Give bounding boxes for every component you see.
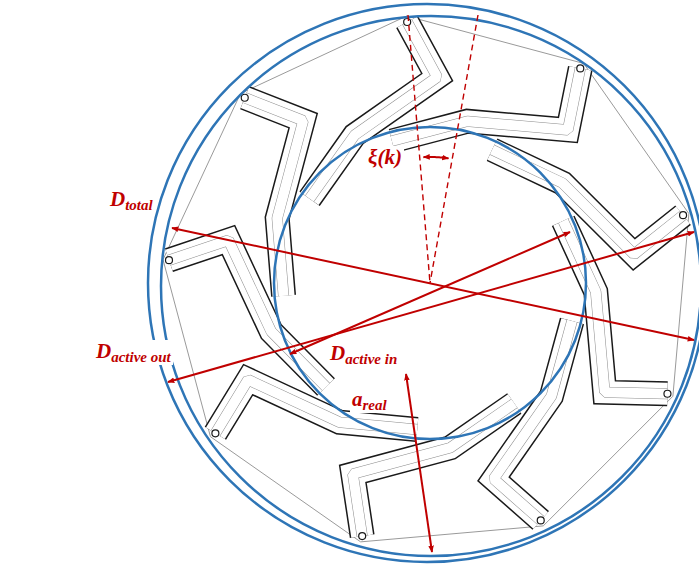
pivot-hole — [212, 430, 219, 437]
pivot-hole — [359, 533, 366, 540]
blade-bevel-face — [392, 68, 580, 141]
blade-bevel-face — [492, 150, 683, 255]
dimension-group — [168, 15, 694, 552]
blade-outline — [169, 240, 326, 387]
circle-group — [148, 4, 699, 562]
blade-face — [492, 150, 683, 255]
total-circle — [148, 4, 699, 562]
blade — [492, 150, 686, 255]
dimension-label: Dactive in — [328, 342, 399, 367]
total-diameter-arrow — [172, 228, 694, 340]
blade-bevel — [310, 22, 438, 199]
blade-bevel — [563, 221, 667, 394]
angle-label: ξ(k) — [366, 146, 404, 169]
blade-bevel-face — [169, 240, 326, 387]
pivot-hole — [577, 65, 584, 72]
active-in-diameter-arrow — [290, 232, 570, 354]
blade-face — [392, 68, 580, 141]
blade-face — [310, 22, 438, 199]
angle-ray — [408, 15, 430, 283]
blade-face — [169, 240, 326, 387]
dimension-label: areal — [350, 388, 389, 413]
pivot-hole — [537, 517, 544, 524]
active-out-diameter-arrow — [168, 232, 694, 382]
blade-bevel-face — [310, 22, 438, 199]
pivot-hole — [241, 94, 248, 101]
pivot-hole — [404, 18, 411, 25]
blade-outline — [563, 221, 667, 394]
blade-bevel — [392, 68, 580, 141]
blade-bevel-face — [563, 221, 667, 394]
active-out-circle — [161, 16, 699, 556]
angle-arc — [423, 157, 448, 158]
blade — [392, 65, 584, 141]
pivot-hole — [165, 257, 172, 264]
blade — [241, 94, 303, 296]
blade-outline — [310, 22, 438, 199]
blade — [563, 221, 671, 397]
blade-bevel — [492, 150, 683, 255]
blade-face — [563, 221, 667, 394]
angle-ray — [430, 15, 478, 283]
dimension-label: Dactive out — [94, 340, 173, 365]
pivot-hole — [680, 212, 687, 219]
blade — [165, 240, 326, 387]
blade-outline — [492, 150, 683, 255]
blade-outline — [392, 68, 580, 141]
blade — [310, 18, 438, 198]
pivot-hole — [664, 390, 671, 397]
blade-bevel — [169, 240, 326, 387]
blade-length-arrow — [406, 374, 432, 552]
dimension-label: Dtotal — [108, 188, 155, 213]
